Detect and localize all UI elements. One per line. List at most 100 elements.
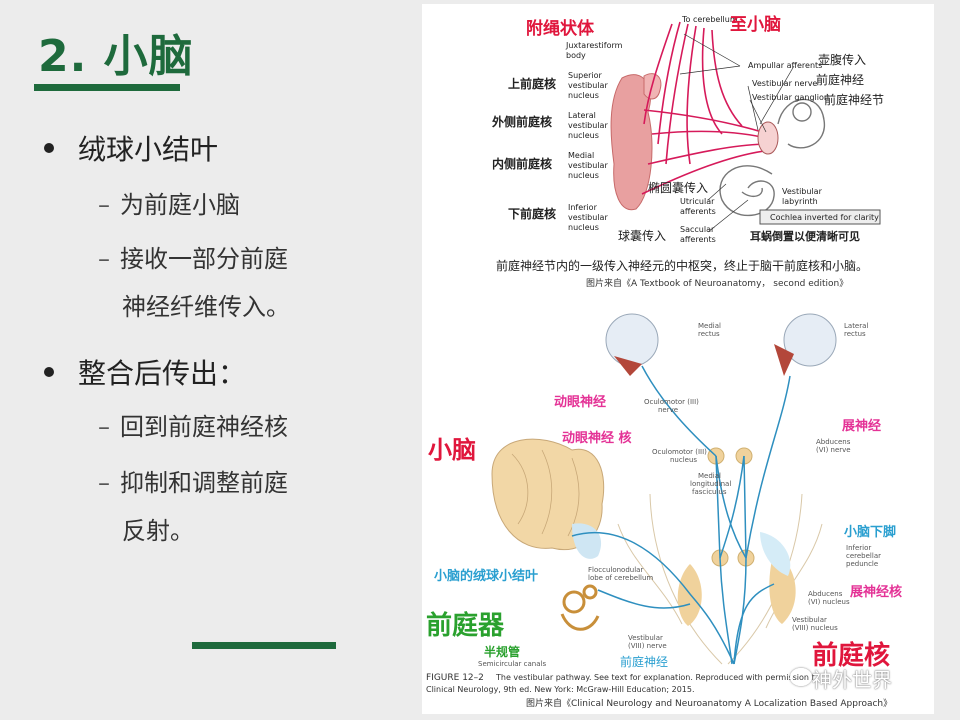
- figure-number: FIGURE 12–2: [426, 673, 484, 683]
- label-qtsjj: 前庭神经节: [824, 92, 884, 107]
- bullet-1-sub-1: –为前庭小脑: [98, 191, 240, 219]
- label-hufu: 壶腹传入: [818, 52, 866, 67]
- svg-text:peduncle: peduncle: [846, 560, 878, 568]
- svg-text:(VIII) nucleus: (VIII) nucleus: [792, 624, 838, 632]
- label-dongyan: 动眼神经: [554, 394, 606, 410]
- cochlea-note-box: [759, 209, 881, 225]
- top-source: 图片来自《A Textbook of Neuroanatomy， second …: [586, 277, 848, 289]
- vestibular-apparatus: [560, 584, 600, 631]
- label-tuoyuan: 椭圆囊传入: [648, 180, 708, 195]
- bullet-1-sub-2-cont: 神经纤维传入。: [122, 293, 290, 321]
- left-eyeball: [605, 313, 659, 367]
- svg-text:rectus: rectus: [844, 330, 866, 338]
- label-qiantinghe: 前庭核: [812, 640, 890, 671]
- title-underline: [34, 84, 180, 91]
- cerebellum-shape: [491, 438, 605, 551]
- svg-text:Semicircular canals: Semicircular canals: [478, 660, 546, 668]
- svg-text:The vestibular pathway. See te: The vestibular pathway. See text for exp…: [495, 673, 815, 682]
- svg-text:(VI) nucleus: (VI) nucleus: [808, 598, 850, 606]
- svg-text:Juxtarestiform: Juxtarestiform: [565, 41, 623, 50]
- label-zhanshenhe: 展神经核: [850, 584, 902, 600]
- bottom-source: 图片来自《Clinical Neurology and Neuroanatomy…: [526, 697, 892, 709]
- labyrinth-outline: [719, 98, 825, 216]
- label-qtsj-bottom: 前庭神经: [620, 654, 668, 669]
- label-fushengzhuangti: 附绳状体: [526, 18, 595, 39]
- bullet-dot: [44, 143, 54, 153]
- medial-rectus-muscle: [614, 356, 642, 376]
- svg-text:(VI) nerve: (VI) nerve: [816, 446, 851, 454]
- svg-text:Abducens: Abducens: [808, 590, 843, 598]
- svg-text:nucleus: nucleus: [568, 223, 599, 232]
- anatomy-figure: 附绳状体 To cerebellum 至小脑 Juxtarestiform bo…: [422, 4, 934, 714]
- svg-text:Oculomotor (III): Oculomotor (III): [652, 448, 707, 456]
- svg-text:Ampullar afferents: Ampullar afferents: [748, 61, 822, 70]
- label-xiaqianting: 下前庭核: [508, 206, 556, 221]
- watermark-chat-icon: [790, 668, 812, 686]
- label-rongqiu: 小脑的绒球小结叶: [434, 568, 538, 584]
- svg-text:vestibular: vestibular: [568, 213, 608, 222]
- svg-text:nerve: nerve: [658, 406, 678, 414]
- watermark-text: 神外世界: [812, 668, 892, 692]
- cerebellum-folia: [511, 449, 580, 537]
- label-zhixiaonao: 至小脑: [730, 14, 781, 35]
- svg-text:Vestibular: Vestibular: [792, 616, 827, 624]
- vestibular-nerve-paths: [571, 365, 791, 665]
- slide-text-panel: 2. 小脑 绒球小结叶 –为前庭小脑 –接收一部分前庭 神经纤维传入。 整合后传…: [0, 0, 400, 720]
- label-qiantingqi: 前庭器: [426, 610, 505, 641]
- bottom-diagram: Medial rectus Lateral rectus 动眼神经 Oculom…: [426, 313, 902, 709]
- label-neice: 内侧前庭核: [492, 156, 552, 171]
- svg-text:Lateral: Lateral: [568, 111, 596, 120]
- left-vestibular-nucleus: [677, 564, 702, 626]
- bottom-accent-line: [192, 642, 336, 649]
- bullet-1: 绒球小结叶: [44, 128, 218, 168]
- svg-text:Vestibular: Vestibular: [782, 187, 823, 196]
- svg-text:Medial: Medial: [698, 322, 721, 330]
- svg-text:fasciculus: fasciculus: [692, 488, 727, 496]
- svg-text:Saccular: Saccular: [680, 225, 715, 234]
- bullet-2-sub-2-cont: 反射。: [122, 517, 194, 545]
- label-waice: 外侧前庭核: [492, 114, 552, 129]
- svg-text:afferents: afferents: [680, 207, 716, 216]
- label-qtsj-top: 前庭神经: [816, 72, 864, 87]
- top-caption: 前庭神经节内的一级传入神经元的中枢突，终止于脑干前庭核和小脑。: [496, 258, 868, 273]
- bullet-2-sub-2: –抑制和调整前庭: [98, 469, 288, 497]
- svg-text:(VIII) nerve: (VIII) nerve: [628, 642, 667, 650]
- label-to-cerebellum: To cerebellum: [681, 15, 738, 24]
- svg-text:Vestibular ganglion: Vestibular ganglion: [752, 93, 829, 102]
- label-banguiguan: 半规管: [484, 644, 520, 659]
- bullet-dot: [44, 367, 54, 377]
- right-eyeball: [783, 313, 837, 367]
- lateral-rectus-muscle: [774, 344, 794, 376]
- svg-text:afferents: afferents: [680, 235, 716, 244]
- vestibular-ganglion-shape: [757, 121, 779, 155]
- svg-text:Medial: Medial: [698, 472, 721, 480]
- svg-text:nucleus: nucleus: [568, 91, 599, 100]
- slide-title: 2. 小脑: [38, 31, 194, 82]
- svg-text:Superior: Superior: [568, 71, 603, 80]
- bullet-2-text: 整合后传出：: [78, 357, 247, 390]
- svg-text:Medial: Medial: [568, 151, 594, 160]
- svg-text:body: body: [566, 51, 586, 60]
- inferior-cerebellar-peduncle: [760, 532, 791, 576]
- svg-text:vestibular: vestibular: [568, 161, 608, 170]
- vestibular-pathway-illustration: 附绳状体 To cerebellum 至小脑 Juxtarestiform bo…: [426, 14, 902, 709]
- svg-text:Vestibular nerve: Vestibular nerve: [752, 79, 817, 88]
- svg-text:nucleus: nucleus: [670, 456, 697, 464]
- svg-text:Lateral: Lateral: [844, 322, 868, 330]
- svg-text:Flocculonodular: Flocculonodular: [588, 566, 643, 574]
- svg-text:Utricular: Utricular: [680, 197, 715, 206]
- svg-text:Inferior: Inferior: [846, 544, 871, 552]
- bullet-2: 整合后传出：: [44, 352, 246, 392]
- svg-text:longitudinal: longitudinal: [690, 480, 731, 488]
- svg-text:nucleus: nucleus: [568, 131, 599, 140]
- top-diagram: 附绳状体 To cerebellum 至小脑 Juxtarestiform bo…: [492, 14, 884, 289]
- svg-text:nucleus: nucleus: [568, 171, 599, 180]
- svg-text:labyrinth: labyrinth: [782, 197, 818, 206]
- bullet-2-sub-1: –回到前庭神经核: [98, 413, 288, 441]
- label-cochlea-cn: 耳蜗倒置以便清晰可见: [750, 229, 860, 243]
- cochlea-box-text: Cochlea inverted for clarity: [770, 213, 879, 222]
- svg-text:Inferior: Inferior: [568, 203, 598, 212]
- svg-text:lobe of cerebellum: lobe of cerebellum: [588, 574, 653, 582]
- bullet-1-text: 绒球小结叶: [78, 133, 219, 166]
- label-xiaonao: 小脑: [428, 436, 476, 464]
